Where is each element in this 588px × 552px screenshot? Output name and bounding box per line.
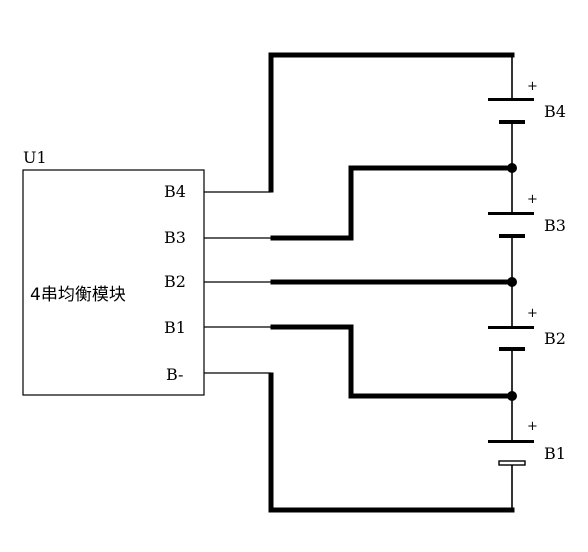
pin-label-bminus: B- (166, 365, 183, 384)
battery-plate-short (499, 347, 525, 351)
battery-label-b3: B3 (544, 216, 566, 235)
module-name-label: 4串均衡模块 (30, 285, 126, 305)
pin-leads (204, 191, 271, 374)
junction-dots (507, 163, 517, 401)
battery-plus-sign: + (527, 79, 538, 94)
battery-label-b2: B2 (544, 329, 566, 348)
module-ref-label: U1 (23, 148, 47, 167)
battery-b3: + B3 (488, 192, 566, 238)
battery-plate-long (488, 326, 534, 329)
battery-plus-sign: + (527, 419, 538, 434)
junction-dot (507, 391, 517, 401)
module-u1: U1 4串均衡模块 B4 B3 B2 B1 B- (22, 148, 205, 396)
battery-plate-short (498, 460, 526, 466)
battery-plus-sign: + (527, 192, 538, 207)
battery-b1: + B1 (488, 419, 566, 466)
wire-b1 (270, 324, 515, 399)
junction-dot (507, 277, 517, 287)
thick-wires (268, 52, 515, 513)
battery-label-b4: B4 (544, 102, 566, 121)
wire-b3 (270, 165, 515, 241)
battery-label-b1: B1 (544, 444, 566, 463)
battery-plus-sign: + (527, 306, 538, 321)
pin-label-b1: B1 (164, 318, 186, 337)
battery-plate-long (488, 212, 534, 215)
wire-bminus (268, 372, 515, 513)
pin-label-b4: B4 (164, 182, 186, 201)
battery-plate-short (499, 120, 525, 124)
junction-dot (507, 163, 517, 173)
battery-b4: + B4 (488, 79, 566, 124)
battery-plate-long (488, 440, 534, 443)
pin-label-b2: B2 (164, 272, 186, 291)
module-box (22, 169, 205, 396)
battery-plate-short (499, 234, 525, 238)
battery-plate-long (488, 98, 534, 101)
pin-label-b3: B3 (164, 228, 186, 247)
battery-b2: + B2 (488, 306, 566, 351)
wire-b4 (268, 52, 515, 193)
